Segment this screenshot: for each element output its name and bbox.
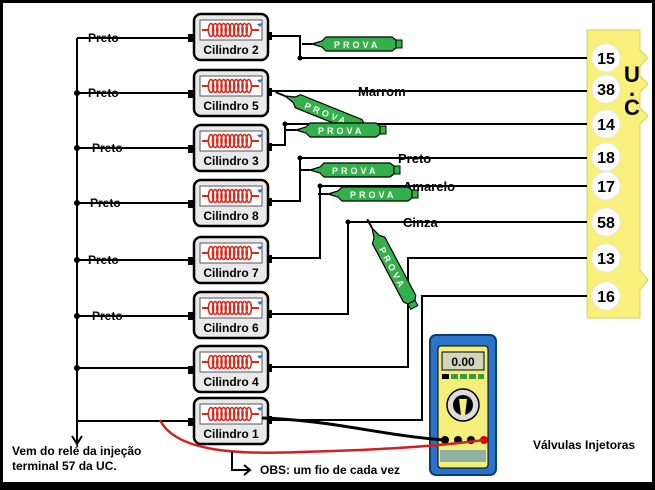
uc-terminal-38[interactable]: 38	[591, 74, 621, 104]
injector-label: Cilindro 3	[203, 154, 259, 168]
black-test-lead	[261, 416, 445, 442]
uc-terminal-number: 16	[597, 289, 615, 306]
wire-label-marrom: Marrom	[358, 84, 406, 99]
feed-wire-label: Preto	[92, 309, 123, 323]
probe-cyl3[interactable]: PROVA	[285, 122, 387, 138]
injector-8: Cilindro 1	[188, 396, 272, 446]
feed-wire-label: Preto	[88, 86, 119, 100]
coil-icon	[202, 78, 263, 94]
injector-label: Cilindro 4	[203, 375, 259, 389]
probe-cyl2[interactable]: PROVA	[301, 36, 403, 52]
multimeter-reading: 0.00	[451, 355, 475, 369]
injector-list: Cilindro 2 Cilindro 5 Cilindro 3 Cilindro 8…	[188, 12, 272, 446]
injector-label: Cilindro 1	[203, 427, 259, 441]
multimeter[interactable]: 0.00	[429, 334, 497, 476]
uc-terminal-number: 17	[597, 179, 615, 196]
coil-icon	[202, 406, 263, 422]
injector-1: Cilindro 2	[188, 12, 272, 62]
uc-terminal-14[interactable]: 14	[591, 109, 621, 139]
uc-terminal-16[interactable]: 16	[591, 281, 621, 311]
probe-label: PROVA	[318, 126, 364, 136]
coil-icon	[202, 22, 263, 38]
signal-wires	[268, 35, 587, 421]
wire-color-labels: Marrom Preto Amarelo Cinza	[358, 84, 455, 230]
uc-label-dot: .	[629, 76, 635, 101]
uc-terminal-58[interactable]: 58	[591, 207, 621, 237]
jack-com[interactable]	[441, 436, 449, 444]
wire-junctions	[282, 55, 351, 225]
uc-terminals: 15 38 14 18 17 58 13 16	[591, 43, 621, 311]
probe-label: PROVA	[350, 190, 396, 200]
bus-junctions	[74, 90, 80, 371]
injector-4: Cilindro 8	[188, 178, 272, 228]
coil-icon	[202, 188, 263, 204]
injector-6: Cilindro 6	[188, 290, 272, 340]
probe-cyl7[interactable]: PROVA	[317, 186, 419, 202]
injector-3: Cilindro 3	[188, 123, 272, 173]
wire-label-preto: Preto	[398, 151, 431, 166]
feed-wire-label: Preto	[88, 253, 119, 267]
multimeter-display	[441, 351, 485, 371]
injector-label: Cilindro 8	[203, 209, 259, 223]
coil-icon	[202, 245, 263, 261]
injector-label: Cilindro 5	[203, 99, 259, 113]
uc-terminal-number: 18	[597, 150, 615, 167]
injector-5: Cilindro 7	[188, 235, 272, 285]
uc-terminal-15[interactable]: 15	[591, 43, 621, 73]
coil-icon	[202, 354, 263, 370]
injector-label: Cilindro 7	[203, 266, 259, 280]
power-bus	[76, 37, 192, 430]
multimeter-buttons[interactable]	[442, 374, 484, 379]
uc-terminal-18[interactable]: 18	[591, 142, 621, 172]
probe-label: PROVA	[334, 40, 380, 50]
injector-2: Cilindro 5	[188, 68, 272, 118]
uc-terminal-number: 58	[597, 215, 615, 232]
uc-label-c: C	[624, 95, 640, 120]
feed-arrow-icon	[71, 430, 83, 448]
wire-label-cinza: Cinza	[403, 215, 438, 230]
coil-icon	[202, 300, 263, 316]
red-test-lead	[158, 419, 485, 455]
source-caption-line1: Vem do relé da injeção	[12, 444, 141, 458]
feed-wire-label: Preto	[92, 141, 123, 155]
uc-terminal-number: 13	[597, 251, 615, 268]
coil-icon	[202, 133, 263, 149]
uc-terminal-number: 14	[597, 117, 615, 134]
uc-terminal-number: 15	[597, 51, 615, 68]
injector-7: Cilindro 4	[188, 344, 272, 394]
injector-label: Cilindro 2	[203, 43, 259, 57]
uc-terminal-13[interactable]: 13	[591, 243, 621, 273]
source-caption-line2: terminal 57 da UC.	[12, 459, 117, 473]
uc-terminal-17[interactable]: 17	[591, 171, 621, 201]
feed-wire-label: Preto	[88, 31, 119, 45]
feed-wire-label: Preto	[90, 196, 121, 210]
probe-cyl8[interactable]: PROVA	[299, 162, 401, 178]
diagram-background	[3, 3, 652, 482]
dial-pointer-icon	[459, 399, 467, 415]
uc-terminal-number: 38	[597, 82, 615, 99]
uc-label-u: U	[624, 62, 640, 87]
injector-label: Cilindro 6	[203, 321, 259, 335]
diagram-title: Válvulas Injetoras	[533, 438, 635, 452]
obs-arrow-icon	[231, 452, 252, 476]
probe-label: PROVA	[332, 166, 378, 176]
obs-caption: OBS: um fio de cada vez	[260, 463, 400, 477]
